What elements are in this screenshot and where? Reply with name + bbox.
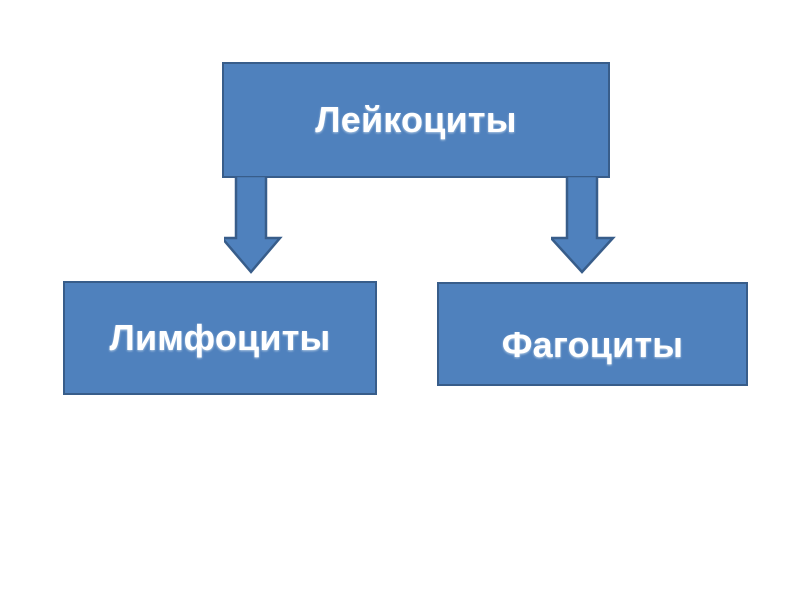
down-arrow-icon-to-phagocytes [551,176,616,274]
node-lymphocytes[interactable]: Лимфоциты [63,281,377,395]
node-phagocytes-label: Фагоциты [501,323,684,365]
node-root-leukocytes[interactable]: Лейкоциты [222,62,610,178]
node-root-label: Лейкоциты [315,98,517,140]
node-phagocytes[interactable]: Фагоциты [437,282,748,386]
down-arrow-icon-to-lymphocytes [224,176,283,274]
node-lymphocytes-label: Лимфоциты [109,316,331,358]
